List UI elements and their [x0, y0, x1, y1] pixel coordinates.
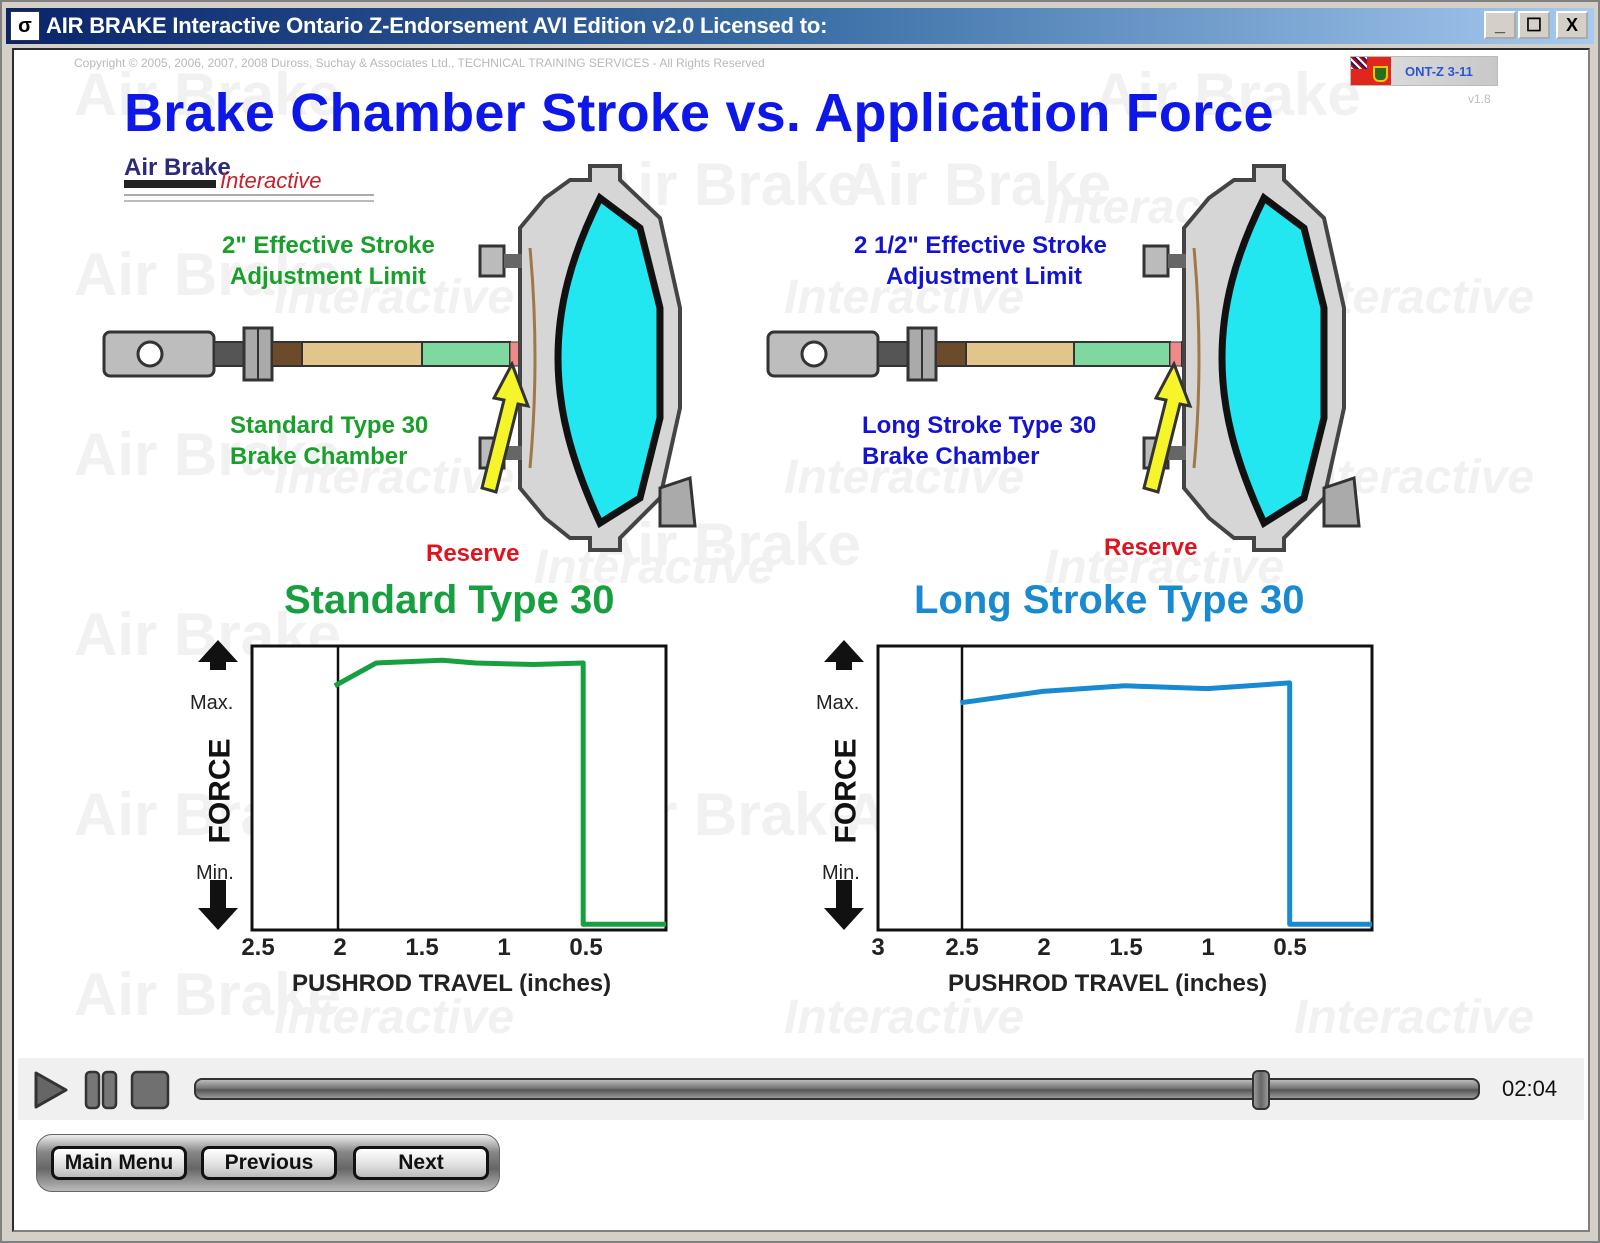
seek-bar[interactable]: [194, 1070, 1480, 1110]
next-button[interactable]: Next: [353, 1146, 489, 1180]
x-tick: 2: [1037, 934, 1051, 961]
right-limit-label: 2 1/2" Effective Stroke Adjustment Limit: [854, 232, 1107, 290]
stop-icon[interactable]: [130, 1070, 170, 1110]
version-label: v1.8: [1468, 92, 1491, 106]
maximize-button[interactable]: ☐: [1518, 11, 1550, 39]
y-min-label: Min.: [196, 862, 234, 884]
y-max-label: Max.: [190, 692, 234, 714]
x-axis-label: PUSHROD TRAVEL (inches): [948, 970, 1268, 997]
client-area: Air Brake Air Brake Air Brake Air Brake …: [12, 48, 1590, 1232]
right-reserve-label: Reserve: [1104, 534, 1198, 561]
y-max-label: Max.: [816, 692, 860, 714]
x-tick: 1.5: [405, 934, 439, 961]
slide: Air Brake Air Brake Air Brake Air Brake …: [14, 50, 1588, 1080]
horn-icon[interactable]: σ: [10, 11, 40, 41]
x-tick: 1.5: [1109, 934, 1143, 961]
left-type-label: Standard Type 30 Brake Chamber: [230, 412, 429, 470]
y-axis-label: FORCE: [829, 738, 863, 844]
long-stroke-chart-title: Long Stroke Type 30: [914, 578, 1305, 622]
standard-chart-title: Standard Type 30: [284, 578, 615, 622]
watermark: Interactive: [784, 991, 1025, 1044]
window-controls: _ ☐ X: [1484, 11, 1588, 39]
seek-thumb[interactable]: [1252, 1070, 1271, 1110]
watermark: Interactive: [274, 991, 515, 1044]
main-menu-button[interactable]: Main Menu: [51, 1146, 187, 1180]
y-axis-label: FORCE: [203, 738, 237, 844]
pause-icon[interactable]: [84, 1070, 118, 1110]
long-stroke-force-chart: [824, 640, 1374, 932]
air-brake-logo: Air Brake Interactive: [124, 154, 384, 214]
x-tick: 3: [871, 934, 885, 961]
close-button[interactable]: X: [1556, 11, 1588, 39]
left-reserve-label: Reserve: [426, 540, 520, 567]
x-tick: 2.5: [945, 934, 979, 961]
ontario-flag-icon: [1351, 57, 1391, 85]
module-code: ONT-Z 3-11: [1405, 63, 1473, 79]
playback-time: 02:04: [1502, 1076, 1558, 1101]
minimize-button[interactable]: _: [1484, 11, 1516, 39]
y-min-label: Min.: [822, 862, 860, 884]
page-title: Brake Chamber Stroke vs. Application For…: [124, 83, 1274, 143]
x-tick: 1: [497, 934, 511, 961]
x-tick: 2.5: [241, 934, 275, 961]
window-title: AIR BRAKE Interactive Ontario Z-Endorsem…: [46, 13, 828, 38]
module-badge: ONT-Z 3-11: [1350, 56, 1498, 86]
standard-brake-chamber-diagram: [102, 164, 697, 552]
standard-force-chart: [198, 640, 668, 932]
watermark: Interactive: [1294, 991, 1535, 1044]
copyright-notice: Copyright © 2005, 2006, 2007, 2008 Duros…: [74, 56, 765, 70]
title-bar[interactable]: σ AIR BRAKE Interactive Ontario Z-Endors…: [6, 8, 1594, 44]
x-tick: 2: [333, 934, 347, 961]
x-tick: 0.5: [569, 934, 603, 961]
previous-button[interactable]: Previous: [201, 1146, 337, 1180]
navigation-bar: Main Menu Previous Next: [36, 1134, 500, 1192]
media-controls: 02:04: [18, 1058, 1584, 1120]
long-stroke-brake-chamber-diagram: [766, 164, 1361, 552]
left-limit-label: 2" Effective Stroke Adjustment Limit: [222, 232, 435, 290]
x-axis-label: PUSHROD TRAVEL (inches): [292, 970, 612, 997]
x-tick: 1: [1201, 934, 1215, 961]
x-tick: 0.5: [1273, 934, 1307, 961]
play-icon[interactable]: [32, 1070, 70, 1110]
right-type-label: Long Stroke Type 30 Brake Chamber: [862, 412, 1097, 470]
